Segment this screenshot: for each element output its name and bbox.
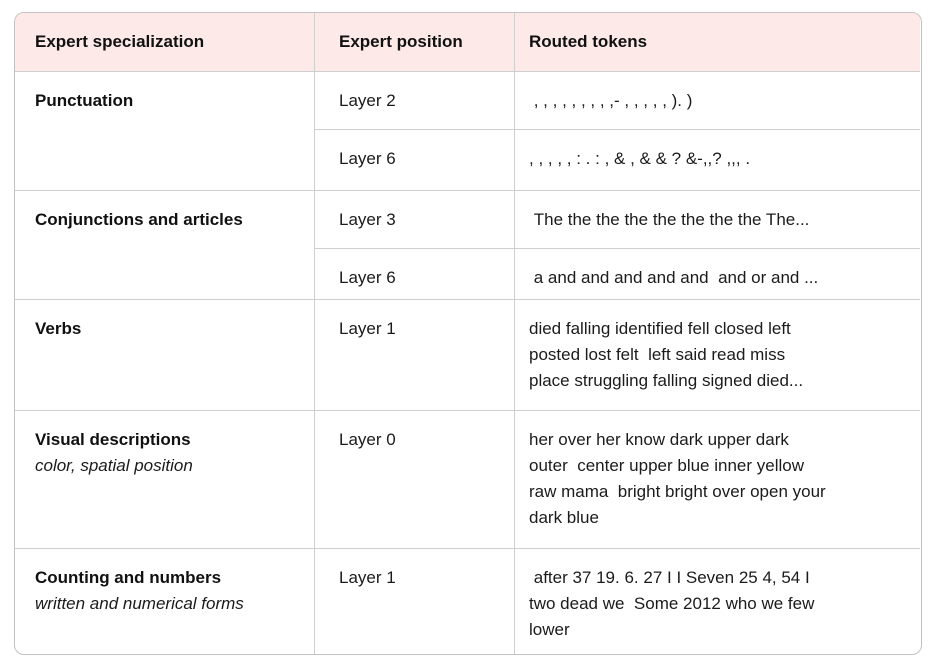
table-header-row: Expert specialization Expert position Ro… (15, 13, 920, 71)
tokens-cell: after 37 19. 6. 27 I I Seven 25 4, 54 I … (514, 548, 920, 654)
table-row-punctuation-layer6: Layer 6 , , , , , : . : , & , & & ? &-,,… (15, 129, 920, 190)
specialization-cell-punctuation: Punctuation (15, 71, 314, 190)
tokens-cell: a and and and and and and or and ... (514, 248, 920, 299)
specialization-title: Verbs (35, 319, 82, 338)
table-row-punctuation-layer2: Punctuation Layer 2 , , , , , , , , ,- ,… (15, 71, 920, 129)
layer-cell: Layer 6 (314, 248, 514, 299)
tokens-cell: , , , , , , , , ,- , , , , , ). ) (514, 71, 920, 129)
tokens-cell: The the the the the the the the The... (514, 190, 920, 248)
specialization-subtitle: color, spatial position (35, 456, 193, 475)
layer-cell: Layer 3 (314, 190, 514, 248)
layer-cell: Layer 6 (314, 129, 514, 190)
tokens-cell: , , , , , : . : , & , & & ? &-,,? ,,, . (514, 129, 920, 190)
expert-routing-table-container: Expert specialization Expert position Ro… (14, 12, 922, 655)
specialization-cell-counting-numbers: Counting and numbers written and numeric… (15, 548, 314, 654)
column-header-expert-position: Expert position (314, 13, 514, 71)
layer-cell: Layer 1 (314, 548, 514, 654)
specialization-cell-verbs: Verbs (15, 299, 314, 410)
specialization-cell-visual-descriptions: Visual descriptions color, spatial posit… (15, 410, 314, 548)
tokens-cell: died falling identified fell closed left… (514, 299, 920, 410)
column-header-expert-specialization: Expert specialization (15, 13, 314, 71)
specialization-title: Punctuation (35, 91, 134, 110)
tokens-cell: her over her know dark upper dark outer … (514, 410, 920, 548)
layer-cell: Layer 2 (314, 71, 514, 129)
layer-cell: Layer 1 (314, 299, 514, 410)
specialization-title: Visual descriptions (35, 430, 191, 449)
table-row-verbs-layer1: Verbs Layer 1 died falling identified fe… (15, 299, 920, 410)
layer-cell: Layer 0 (314, 410, 514, 548)
specialization-subtitle: written and numerical forms (35, 594, 244, 613)
table-row-conjunctions-layer3: Conjunctions and articles Layer 3 The th… (15, 190, 920, 248)
specialization-title: Counting and numbers (35, 568, 222, 587)
table-row-conjunctions-layer6: Layer 6 a and and and and and and or and… (15, 248, 920, 299)
specialization-cell-conjunctions: Conjunctions and articles (15, 190, 314, 299)
specialization-title: Conjunctions and articles (35, 210, 243, 229)
table-row-visual-descriptions-layer0: Visual descriptions color, spatial posit… (15, 410, 920, 548)
table-row-counting-numbers-layer1: Counting and numbers written and numeric… (15, 548, 920, 654)
column-header-routed-tokens: Routed tokens (514, 13, 920, 71)
expert-routing-table: Expert specialization Expert position Ro… (15, 13, 920, 654)
